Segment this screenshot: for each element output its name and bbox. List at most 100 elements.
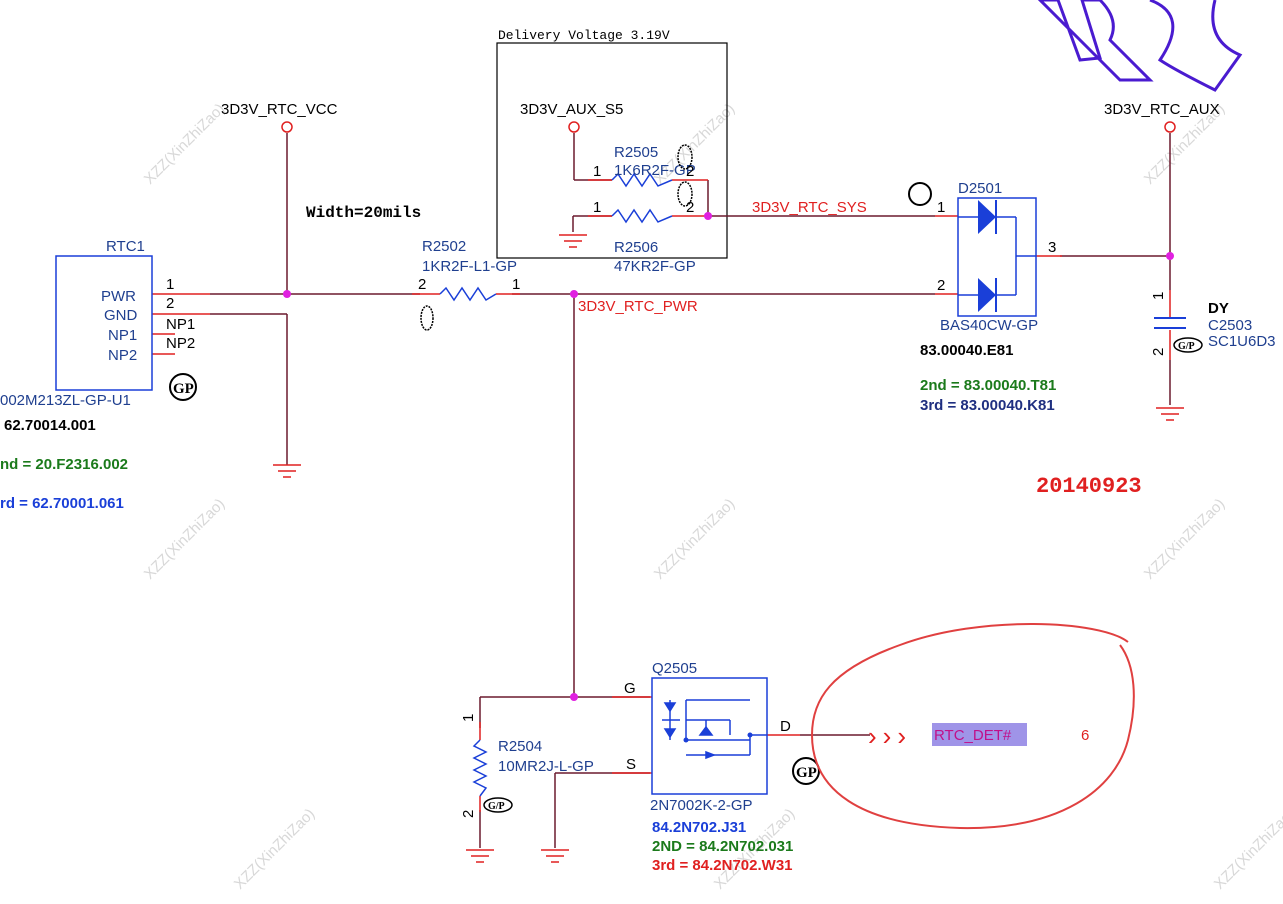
rtc1-pn: 62.70014.001 (4, 417, 96, 434)
rail-rtc-vcc-label: 3D3V_RTC_VCC (221, 101, 338, 118)
width-note: Width=20mils (306, 204, 421, 222)
rohs-mark-icon (677, 144, 693, 207)
q2505-part: 2N7002K-2-GP (650, 797, 753, 814)
q2505-pin-d: D (780, 718, 791, 735)
pin-stubs (152, 179, 1171, 812)
r2504-ref: R2504 (498, 738, 542, 755)
d2501-pin-1: 1 (937, 199, 945, 216)
rtc1-body (55, 255, 153, 391)
rtc1-np2-label: NP2 (166, 335, 195, 352)
rtc1-pin-pwr: PWR (101, 288, 136, 305)
watermark-4: XZZ(XinZhiZao) (141, 495, 228, 582)
delivery-voltage-box (496, 42, 728, 259)
ground-icon (541, 849, 569, 863)
d2501-ref: D2501 (958, 180, 1002, 197)
r2502-pin-2: 2 (418, 276, 426, 293)
rohs-mark-icon (908, 182, 932, 206)
q2505-pin-g: G (624, 680, 636, 697)
rtc1-ref: RTC1 (106, 238, 145, 255)
rtc1-pin-gnd: GND (104, 307, 138, 324)
r2505-resistor (611, 172, 673, 188)
watermark-9: XZZ(XinZhiZao) (1211, 805, 1283, 892)
d2501-pn: 83.00040.E81 (920, 342, 1013, 359)
net-rtc-det-highlight (932, 723, 1027, 746)
delivery-box-title: Delivery Voltage 3.19V (498, 28, 670, 43)
c2503-pin-1: 1 (1150, 292, 1167, 300)
rtc1-pin-np2: NP2 (108, 347, 137, 364)
r2502-value: 1KR2F-L1-GP (422, 258, 517, 275)
ground-symbols (273, 234, 1184, 863)
rail-aux-s5-label: 3D3V_AUX_S5 (520, 101, 623, 118)
q2505-third-source: 3rd = 84.2N702.W31 (652, 857, 793, 874)
c2503-dy-flag: DY (1208, 300, 1229, 317)
c2503-value: SC1U6D3 (1208, 333, 1276, 350)
rtc1-np1-label: NP1 (166, 316, 195, 333)
mosfet-icon (662, 699, 767, 760)
watermark-6: XZZ(XinZhiZao) (1141, 495, 1228, 582)
ground-icon (1156, 407, 1184, 421)
r2505-ref: R2505 (614, 144, 658, 161)
r2506-pin-2: 2 (686, 199, 694, 216)
d2501-second-source: 2nd = 83.00040.T81 (920, 377, 1056, 394)
ground-icon (466, 849, 494, 863)
svg-text:G/P: G/P (1178, 341, 1195, 352)
d2501-pin-2: 2 (937, 277, 945, 294)
r2504-resistor (472, 739, 488, 797)
svg-text:G/P: G/P (488, 801, 505, 812)
junction-dots (283, 212, 1174, 701)
r2504-pin-1: 1 (460, 714, 477, 722)
svg-text:GP: GP (796, 765, 817, 781)
rohs-mark-icon (420, 305, 434, 331)
aux-s5-rail-circle (568, 121, 580, 133)
date-stamp: 20140923 (1036, 474, 1142, 499)
r2506-pin-1: 1 (593, 199, 601, 216)
r2505-value: 1K6R2F-GP (614, 162, 696, 179)
q2505-pn: 84.2N702.J31 (652, 819, 746, 836)
r2502-pin-1: 1 (512, 276, 520, 293)
d2501-body (957, 197, 1037, 317)
d2501-part: BAS40CW-GP (940, 317, 1038, 334)
r2504-pin-2: 2 (460, 810, 477, 818)
r2502-resistor (439, 286, 497, 302)
gp-mark-small-icon: G/P (483, 797, 513, 813)
gp-mark-small-icon: G/P (1173, 337, 1203, 353)
gp-mark-icon: GP (792, 757, 820, 785)
rtc-vcc-rail-circle (281, 121, 293, 133)
c2503-ref: C2503 (1208, 317, 1252, 334)
c2503-pin-2: 2 (1150, 348, 1167, 356)
rail-symbols (281, 121, 1176, 133)
r2502-ref: R2502 (422, 238, 466, 255)
watermark-5: XZZ(XinZhiZao) (651, 495, 738, 582)
r2505-pin-2: 2 (686, 163, 694, 180)
q2505-body (651, 677, 768, 795)
rtc1-pin-np1: NP1 (108, 327, 137, 344)
diode-icon (958, 200, 1036, 312)
net-rtc-sys-label: 3D3V_RTC_SYS (752, 199, 867, 216)
q2505-pin-s: S (626, 756, 636, 773)
r2504-value: 10MR2J-L-GP (498, 758, 594, 775)
watermark-1: XZZ(XinZhiZao) (141, 100, 228, 187)
svg-text:GP: GP (173, 381, 194, 397)
d2501-pin-3: 3 (1048, 239, 1056, 256)
ground-icon (273, 464, 301, 478)
offpage-arrows-icon: ››› (868, 721, 912, 751)
r2506-resistor (611, 208, 673, 224)
r2506-value: 47KR2F-GP (614, 258, 696, 275)
r2505-pin-1: 1 (593, 163, 601, 180)
rtc-aux-rail-circle (1164, 121, 1176, 133)
logo-fragment (1037, 0, 1243, 92)
rtc1-pin-num-1: 1 (166, 276, 174, 293)
wires (210, 133, 1171, 848)
watermark-7: XZZ(XinZhiZao) (231, 805, 318, 892)
rtc1-pin-num-2: 2 (166, 295, 174, 312)
rtc1-part: 002M213ZL-GP-U1 (0, 392, 131, 409)
net-rtc-det-label[interactable]: RTC_DET# (934, 727, 1012, 744)
ground-icon (559, 234, 587, 248)
net-rtc-det-page[interactable]: 6 (1081, 727, 1089, 744)
d2501-third-source: 3rd = 83.00040.K81 (920, 397, 1055, 414)
gp-mark-icon: GP (169, 373, 197, 401)
rtc1-third-source: rd = 62.70001.061 (0, 495, 124, 512)
rail-rtc-aux-label: 3D3V_RTC_AUX (1104, 101, 1220, 118)
annotation-circle (810, 623, 1135, 830)
